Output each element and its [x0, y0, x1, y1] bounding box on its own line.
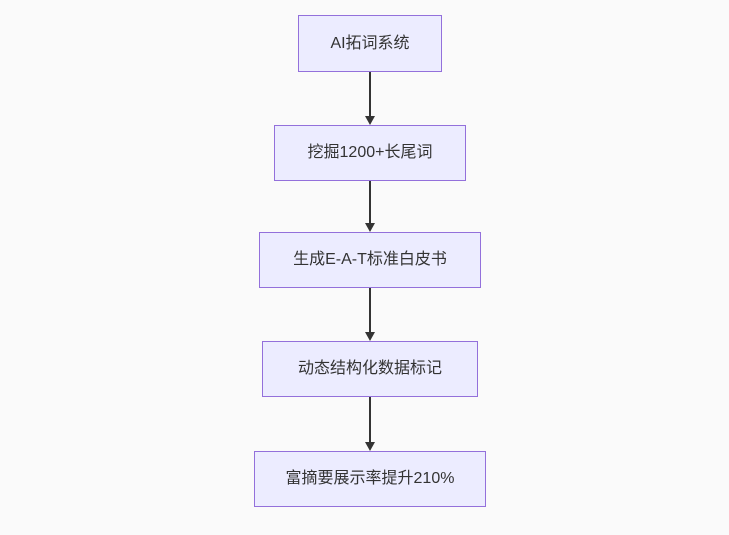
flow-node-label: AI拓词系统 [330, 34, 410, 52]
flow-node-label: 生成E-A-T标准白皮书 [293, 251, 447, 268]
flow-node-ai-word-expansion: AI拓词系统 [298, 15, 442, 72]
flow-arrow-line-1 [369, 72, 371, 116]
flow-node-longtail-mining: 挖掘1200+长尾词 [274, 125, 466, 181]
flow-node-eat-whitepaper: 生成E-A-T标准白皮书 [259, 232, 481, 288]
flow-node-rich-snippet-result: 富摘要展示率提升210% [254, 451, 486, 507]
flow-node-structured-data-markup: 动态结构化数据标记 [262, 341, 478, 397]
flow-arrow-line-2 [369, 181, 371, 223]
flow-arrow-line-3 [369, 288, 371, 332]
arrow-down-icon [365, 442, 375, 451]
arrow-down-icon [365, 332, 375, 341]
arrow-down-icon [365, 116, 375, 125]
flow-arrow-line-4 [369, 397, 371, 442]
arrow-down-icon [365, 223, 375, 232]
flow-node-label: 动态结构化数据标记 [297, 360, 442, 377]
flow-node-label: 富摘要展示率提升210% [285, 470, 455, 487]
flow-node-label: 挖掘1200+长尾词 [307, 144, 433, 161]
